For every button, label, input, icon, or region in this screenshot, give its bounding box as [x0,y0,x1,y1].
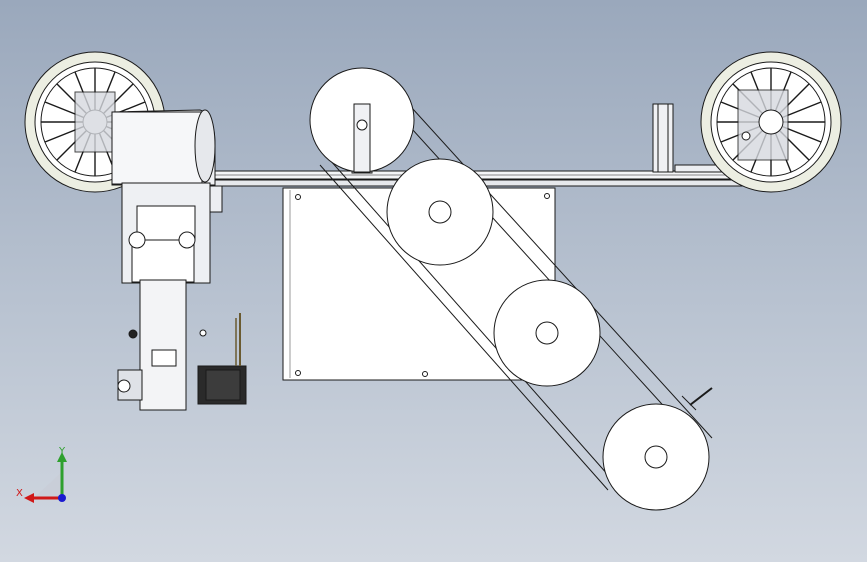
axis-triad: Y X [16,446,67,503]
pulley-bottom [602,403,710,511]
right-post [652,103,674,173]
y-axis-label: Y [58,446,66,457]
pulley-top [309,67,415,173]
z-axis-marker [58,494,66,502]
pulley-upper-middle [386,158,494,266]
pulley-lower-middle [493,279,601,387]
tensioner-pin [681,387,713,411]
drive-assembly [111,109,247,411]
right-wheel [700,51,842,193]
x-axis-label: X [16,488,23,499]
